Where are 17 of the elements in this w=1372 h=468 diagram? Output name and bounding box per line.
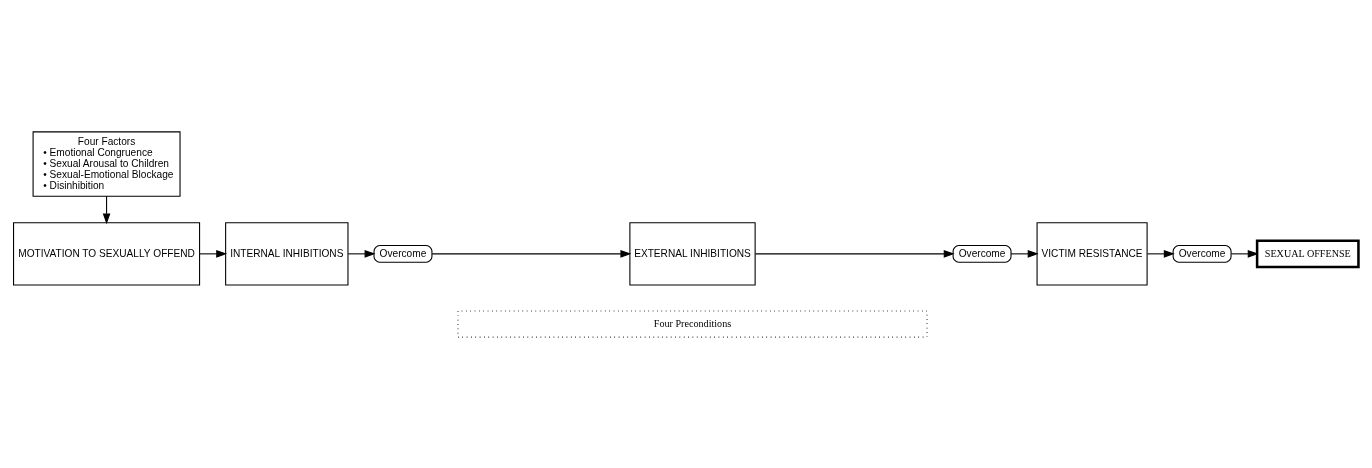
node-box: VICTIM RESISTANCE — [1036, 221, 1148, 286]
arrow — [754, 249, 955, 258]
node-box: Overcome — [952, 244, 1012, 263]
arrow — [1230, 249, 1259, 258]
arrow — [199, 249, 228, 258]
arrow — [431, 249, 632, 258]
node-box: Four Preconditions — [457, 310, 928, 338]
arrow — [1146, 249, 1175, 258]
node-box: EXTERNAL INHIBITIONS — [629, 221, 756, 286]
node-box: SEXUAL OFFENSE — [1255, 239, 1360, 268]
arrow — [1010, 249, 1039, 258]
node-box: Four Factors • Emotional Congruence • Sexual Arousal to Children • Sexual-Emotional Blockage • Disinhibition — [32, 130, 181, 197]
node-box: INTERNAL INHIBITIONS — [225, 221, 349, 286]
arrow — [347, 249, 376, 258]
node-box: MOTIVATION TO SEXUALLY OFFEND — [13, 221, 201, 286]
node-box: Overcome — [1172, 244, 1232, 263]
node-box: Overcome — [373, 244, 433, 263]
